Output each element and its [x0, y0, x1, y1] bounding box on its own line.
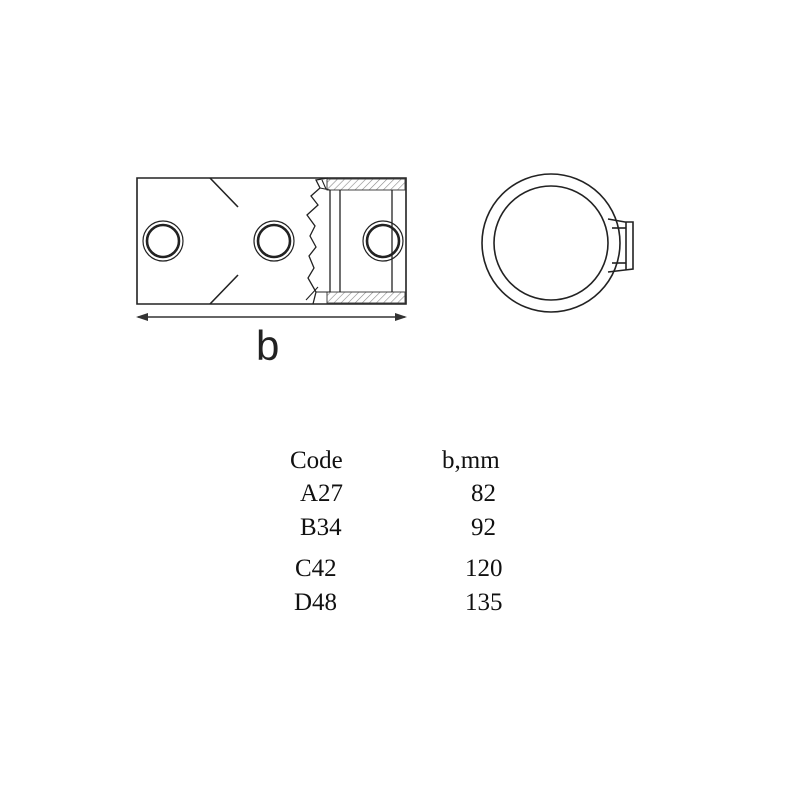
cut-line-top — [209, 177, 239, 208]
table-cell-code: B34 — [300, 514, 342, 541]
bolt-hole-3 — [362, 220, 404, 262]
table-cell-code: C42 — [295, 555, 337, 582]
side-view — [481, 173, 634, 313]
hatched-wall-top — [326, 178, 406, 191]
table-cell-code: D48 — [294, 589, 338, 616]
table-header-code: Code — [290, 447, 343, 474]
table-cell-b: 135 — [465, 589, 503, 616]
front-view-outline — [136, 177, 407, 305]
bolt-hole-2 — [253, 220, 295, 262]
side-view-inner-ring — [493, 185, 609, 301]
dimension-arrow — [136, 313, 407, 321]
hatched-wall-bottom — [326, 291, 406, 304]
table-cell-b: 120 — [465, 555, 503, 582]
front-view — [136, 177, 407, 305]
cut-line-bottom — [209, 274, 239, 305]
break-detail — [305, 179, 331, 301]
table-header-b: b,mm — [442, 447, 500, 474]
break-line — [306, 177, 329, 305]
side-view-outer-ring — [481, 173, 621, 313]
table-cell-b: 92 — [471, 514, 496, 541]
dimension-label: b — [256, 322, 280, 369]
table-cell-code: A27 — [300, 480, 344, 507]
table-cell-b: 82 — [471, 480, 496, 507]
side-view-tab — [607, 218, 634, 273]
bolt-hole-1 — [142, 220, 184, 262]
